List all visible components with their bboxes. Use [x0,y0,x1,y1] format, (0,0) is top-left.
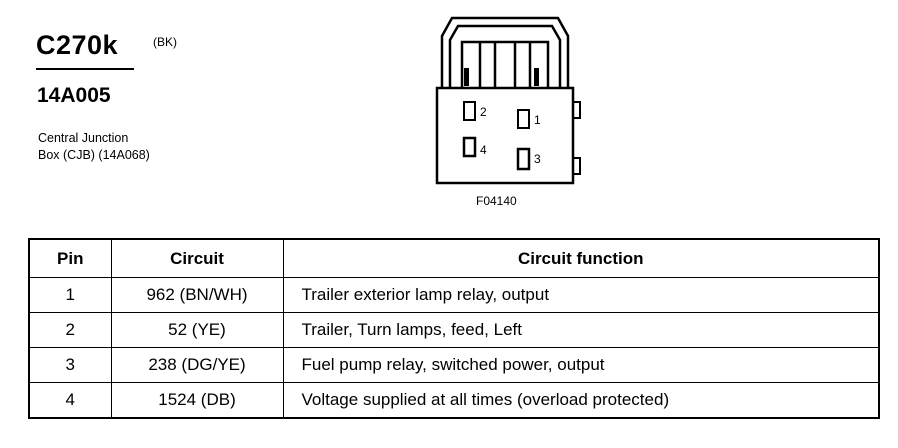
connector-face-diagram: 2 1 4 3 [435,16,581,185]
connector-description: Central Junction Box (CJB) (14A068) [38,130,150,164]
key-tab-lower [573,157,581,175]
latch-tab-left [464,68,469,86]
circuit-cell: 962 (BN/WH) [110,277,284,313]
latch-tab-right [534,68,539,86]
function-cell: Voltage supplied at all times (overload … [282,382,880,419]
connector-body [435,86,575,185]
pin-cell: 3 [28,347,112,383]
circuit-cell: 52 (YE) [110,312,284,348]
table-row: 3 238 (DG/YE) Fuel pump relay, switched … [28,347,880,383]
table-row: 2 52 (YE) Trailer, Turn lamps, feed, Lef… [28,312,880,348]
part-number: 14A005 [37,84,111,107]
terminal-label-1: 1 [534,113,541,127]
function-cell: Fuel pump relay, switched power, output [282,347,880,383]
table-row: 1 962 (BN/WH) Trailer exterior lamp rela… [28,277,880,313]
terminal-4 [462,136,477,158]
connector-color-code: (BK) [153,35,177,49]
table-header-row: Pin Circuit Circuit function [28,238,880,278]
terminal-1 [517,109,530,129]
header-circuit: Circuit [110,238,284,278]
description-line-1: Central Junction [38,131,129,145]
terminal-3 [516,147,531,171]
terminal-label-3: 3 [534,152,541,166]
function-cell: Trailer exterior lamp relay, output [282,277,880,313]
terminal-2 [463,101,476,121]
pinout-table: Pin Circuit Circuit function 1 962 (BN/W… [28,238,880,419]
connector-code: C270k [36,30,119,60]
header-pin: Pin [28,238,112,278]
figure-id: F04140 [476,194,517,208]
header-underline [36,68,134,70]
function-cell: Trailer, Turn lamps, feed, Left [282,312,880,348]
table-row: 4 1524 (DB) Voltage supplied at all time… [28,382,880,419]
pin-cell: 2 [28,312,112,348]
circuit-cell: 1524 (DB) [110,382,284,419]
connector-header: C270k (BK) 14A005 Central Junction Box (… [36,30,177,162]
terminal-label-2: 2 [480,105,487,119]
terminal-label-4: 4 [480,143,487,157]
description-line-2: Box (CJB) (14A068) [38,148,150,162]
circuit-cell: 238 (DG/YE) [110,347,284,383]
pin-cell: 1 [28,277,112,313]
pin-cell: 4 [28,382,112,419]
locking-latch [440,16,570,88]
header-circuit-function: Circuit function [282,238,880,278]
key-tab-upper [573,101,581,119]
